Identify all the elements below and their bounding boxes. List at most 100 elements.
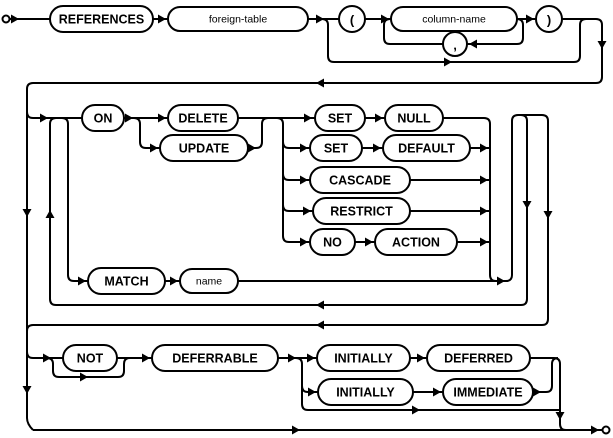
arrowhead-icon: [158, 14, 166, 24]
punct-label: (: [350, 13, 355, 28]
arrowhead-icon: [11, 14, 19, 24]
node-box: [167, 6, 309, 32]
arrowhead-icon: [480, 175, 488, 185]
node-box: [49, 5, 154, 33]
node-initially-2: INITIALLY: [317, 378, 414, 406]
node-box: [167, 104, 239, 132]
arrowhead-icon: [373, 143, 381, 153]
arrowhead-icon: [307, 353, 315, 363]
node-label: name: [196, 276, 222, 288]
arrowhead-icon: [417, 353, 425, 363]
arrowhead-icon: [158, 113, 166, 123]
punct-label: ): [547, 13, 551, 28]
node-immediate: IMMEDIATE: [442, 378, 534, 406]
end-terminal-icon: [601, 425, 611, 435]
connector-line: [467, 18, 524, 45]
arrowhead-icon: [555, 412, 565, 420]
arrowhead-icon: [45, 210, 55, 218]
arrowhead-icon: [480, 237, 488, 247]
node-default: DEFAULT: [382, 134, 471, 162]
node-label: IMMEDIATE: [453, 386, 522, 400]
connector-line: [282, 173, 310, 181]
arrowhead-icon: [292, 425, 300, 435]
node-box: [442, 378, 534, 406]
node-references: REFERENCES: [49, 5, 154, 33]
node-label: DEFAULT: [398, 142, 455, 156]
arrowhead-icon: [300, 143, 308, 153]
node-box: [382, 134, 471, 162]
node-not: NOT: [62, 344, 118, 372]
node-label: NOT: [77, 352, 104, 366]
node-foreign-table: foreign-table: [167, 6, 309, 32]
arrowhead-icon: [248, 143, 256, 153]
node-label: DELETE: [178, 112, 227, 126]
arrowhead-icon: [288, 353, 296, 363]
connector-line: [295, 357, 318, 393]
arrowhead-icon: [480, 143, 488, 153]
arrowhead-icon: [304, 113, 312, 123]
arrowhead-icon: [170, 276, 178, 286]
arrowhead-icon: [597, 41, 607, 49]
punct-open-paren: (: [338, 5, 366, 33]
punct-circle: [442, 31, 468, 57]
node-null: NULL: [384, 104, 444, 132]
punct-circle: [338, 5, 366, 33]
node-deferrable: DEFERRABLE: [151, 344, 279, 372]
node-label: MATCH: [104, 275, 148, 289]
arrowhead-icon: [308, 387, 316, 397]
start-terminal-icon: [1, 14, 11, 24]
connector-line: [282, 204, 313, 212]
arrowhead-icon: [22, 386, 32, 394]
arrowhead-icon: [316, 78, 324, 88]
node-box: [179, 268, 239, 294]
node-action: ACTION: [374, 228, 458, 256]
node-label: SET: [324, 142, 349, 156]
arrowhead-icon: [316, 300, 324, 310]
node-no: NO: [309, 228, 356, 256]
arrowhead-icon: [381, 14, 389, 24]
node-update: UPDATE: [159, 134, 249, 162]
arrowheads: [11, 14, 607, 435]
node-label: NULL: [397, 112, 431, 126]
node-box: [151, 344, 279, 372]
arrowhead-icon: [412, 405, 420, 415]
arrowhead-icon: [316, 14, 324, 24]
node-set-1: SET: [314, 104, 366, 132]
arrowhead-icon: [543, 211, 553, 219]
node-label: RESTRICT: [330, 205, 393, 219]
arrowhead-icon: [480, 206, 488, 216]
node-box: [87, 267, 166, 295]
node-label: foreign-table: [209, 14, 268, 26]
node-box: [426, 344, 531, 372]
node-box: [390, 6, 518, 32]
node-box: [316, 344, 411, 372]
node-label: CASCADE: [329, 174, 391, 188]
arrowhead-icon: [40, 113, 48, 123]
connector-line: [46, 357, 131, 378]
connector-line: [520, 114, 528, 306]
node-label: UPDATE: [179, 142, 229, 156]
node-match: MATCH: [87, 267, 166, 295]
node-label: INITIALLY: [336, 386, 395, 400]
node-box: [309, 228, 356, 256]
connector-line: [301, 386, 560, 411]
node-box: [309, 166, 411, 194]
node-box: [384, 104, 444, 132]
punct-comma: ,: [442, 31, 468, 57]
arrowhead-icon: [125, 113, 133, 123]
node-label: ON: [94, 112, 113, 126]
connector-line: [49, 117, 521, 306]
node-box: [314, 104, 366, 132]
connector-line: [276, 117, 310, 243]
node-delete: DELETE: [167, 104, 239, 132]
node-initially-1: INITIALLY: [316, 344, 411, 372]
node-label: INITIALLY: [334, 352, 393, 366]
connector-line: [26, 111, 82, 119]
arrowhead-icon: [22, 209, 32, 217]
arrowhead-icon: [300, 175, 308, 185]
node-label: DEFERRABLE: [172, 352, 257, 366]
arrowhead-icon: [365, 237, 373, 247]
arrowhead-icon: [300, 237, 308, 247]
connector-line: [61, 117, 88, 282]
